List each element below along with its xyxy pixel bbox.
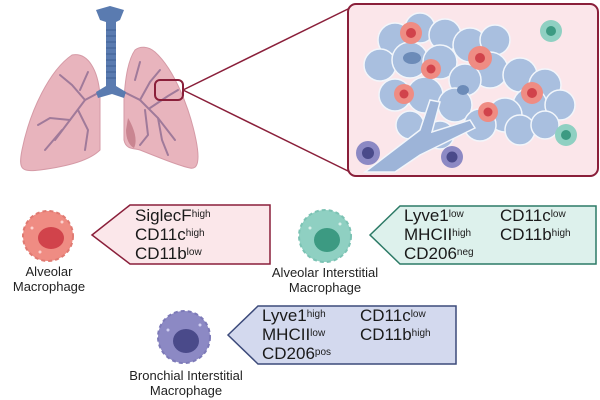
marker-level: low xyxy=(410,309,426,320)
marker: CD11blow xyxy=(135,244,202,263)
marker-name: SiglecF xyxy=(135,206,192,225)
label-line: Bronchial Interstitial xyxy=(129,368,243,383)
alveolar-interstitial-macrophage-icon xyxy=(298,209,352,263)
marker-name: Lyve1 xyxy=(404,206,449,225)
marker: Lyve1low xyxy=(404,206,500,225)
alveoli-inset xyxy=(347,3,599,177)
marker-level: high xyxy=(306,309,326,320)
marker: CD206neg xyxy=(404,244,474,263)
marker: SiglecFhigh xyxy=(135,206,211,225)
marker-level: high xyxy=(452,228,472,239)
bronchial-interstitial-macrophage-icon xyxy=(157,310,211,364)
marker-level: high xyxy=(191,209,211,220)
bronchial-interstitial-macrophage-label: Bronchial Interstitial Macrophage xyxy=(98,368,274,398)
marker-name: CD206 xyxy=(262,344,315,363)
alveolar-interstitial-macrophage-label: Alveolar Interstitial Macrophage xyxy=(240,265,410,295)
marker-level: high xyxy=(551,228,571,239)
alveolar-interstitial-markers: Lyve1low CD11clow MHCIIhigh CD11bhigh CD… xyxy=(404,206,571,263)
marker: Lyve1high xyxy=(262,306,360,325)
marker-level: low xyxy=(186,247,202,258)
marker: CD11clow xyxy=(500,206,566,225)
alveolar-markers: SiglecFhigh CD11chigh CD11blow xyxy=(135,206,211,263)
marker-level: low xyxy=(550,209,566,220)
marker-name: MHCII xyxy=(404,225,453,244)
label-line: Macrophage xyxy=(149,383,223,398)
lungs-icon xyxy=(20,6,199,172)
marker-name: CD11b xyxy=(500,225,552,244)
marker-name: CD11c xyxy=(500,206,551,225)
marker-level: low xyxy=(310,328,326,339)
marker-name: CD11c xyxy=(135,225,186,244)
marker: MHCIIlow xyxy=(262,325,360,344)
alveolar-macrophage-label: Alveolar Macrophage xyxy=(0,264,98,294)
connector-line-top xyxy=(182,7,351,91)
label-line: Macrophage xyxy=(12,279,86,294)
marker-level: low xyxy=(448,209,464,220)
alveolar-macrophage-icon xyxy=(22,210,74,262)
connector-line-bottom xyxy=(182,89,351,173)
marker: CD11chigh xyxy=(135,225,205,244)
label-line: Alveolar Interstitial xyxy=(271,265,379,280)
marker: CD11clow xyxy=(360,306,426,325)
marker-name: Lyve1 xyxy=(262,306,307,325)
marker: CD206pos xyxy=(262,344,331,363)
marker-name: CD206 xyxy=(404,244,457,263)
marker: MHCIIhigh xyxy=(404,225,500,244)
label-line: Macrophage xyxy=(288,280,362,295)
bronchial-interstitial-marker-box xyxy=(226,305,457,365)
marker-name: CD11b xyxy=(135,244,187,263)
marker-level: pos xyxy=(314,347,332,358)
marker-level: high xyxy=(185,228,205,239)
bronchial-interstitial-markers: Lyve1high CD11clow MHCIIlow CD11bhigh CD… xyxy=(262,306,431,363)
marker-level: neg xyxy=(456,247,474,258)
marker-name: MHCII xyxy=(262,325,311,344)
marker-name: CD11b xyxy=(360,325,412,344)
marker: CD11bhigh xyxy=(360,325,431,344)
marker-level: high xyxy=(411,328,431,339)
marker: CD11bhigh xyxy=(500,225,571,244)
alveolar-interstitial-marker-box xyxy=(368,205,597,265)
marker-name: CD11c xyxy=(360,306,411,325)
label-line: Alveolar xyxy=(25,264,73,279)
alveolar-marker-box xyxy=(90,204,271,265)
